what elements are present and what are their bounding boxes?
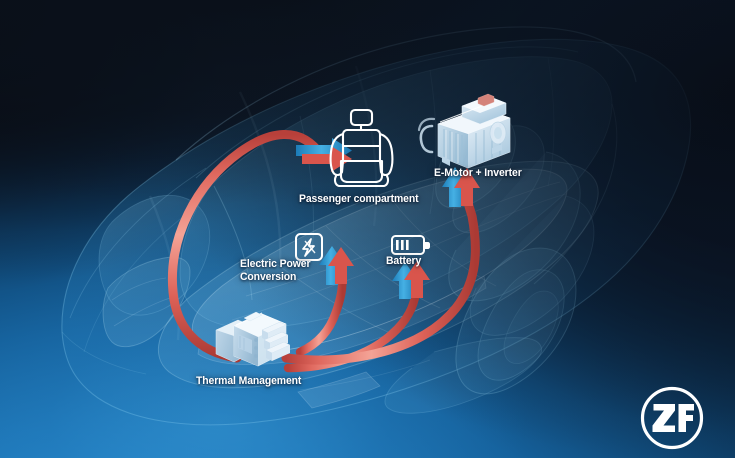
- arrowhead-red: [328, 247, 354, 284]
- arrow-thermal-to-battery: [283, 261, 430, 373]
- arrowhead-red: [404, 261, 430, 298]
- arrow-thermal-to-emotor: [281, 167, 480, 365]
- arrowhead-red: [454, 168, 480, 206]
- vignette-top: [0, 0, 735, 240]
- battery-icon: [391, 235, 430, 255]
- car-seat-icon: [329, 108, 394, 188]
- e-motor-inverter-module: [417, 93, 511, 169]
- zf-logo: [640, 386, 704, 450]
- arrowhead-red: [302, 146, 352, 172]
- lightning-bolt-icon: [295, 233, 323, 261]
- arrow-thermal-to-passenger: [167, 130, 352, 363]
- arrow-thermal-to-epc: [295, 246, 354, 357]
- arrowhead-blue: [392, 262, 418, 299]
- thermal-management-module: [215, 311, 291, 367]
